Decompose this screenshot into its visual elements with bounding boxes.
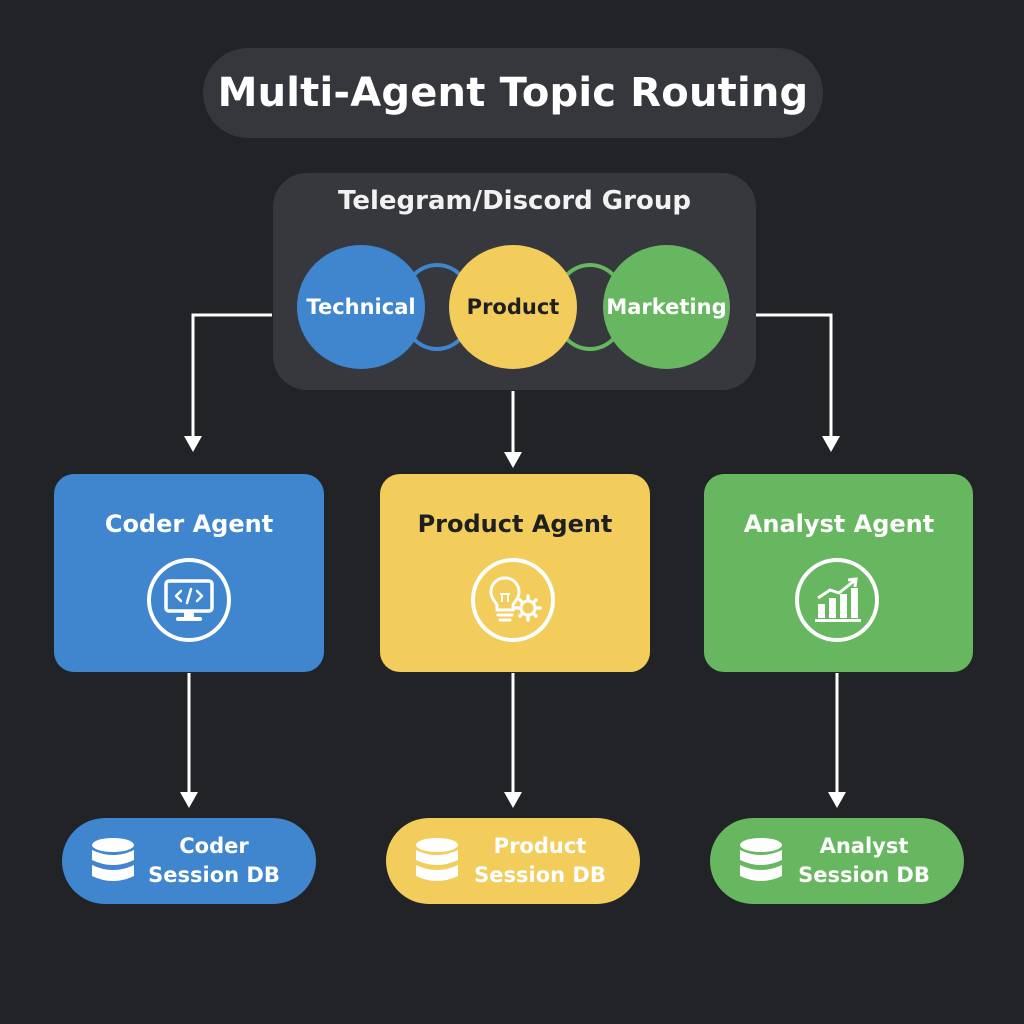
arrowhead-coder-db (180, 792, 198, 808)
db-label-line2: Session DB (474, 863, 606, 887)
topic-product: Product (449, 245, 577, 369)
database-icon (90, 836, 136, 892)
route-technical-to-coder (191, 313, 272, 438)
db-label-line1: Product (493, 834, 587, 858)
session-db-coder-label: Coder Session DB (144, 832, 284, 890)
diagram-title: Multi-Agent Topic Routing (203, 48, 823, 138)
arrowhead-analyst (822, 436, 840, 452)
topic-marketing: Marketing (603, 245, 730, 369)
agent-label-analyst: Analyst Agent (743, 510, 935, 538)
arrowhead-product-db (504, 792, 522, 808)
db-label-line2: Session DB (148, 863, 280, 887)
route-marketing-to-analyst (756, 313, 833, 438)
monitor-code-icon (147, 558, 231, 642)
bar-chart-icon (795, 558, 879, 642)
group-label: Telegram/Discord Group (338, 186, 691, 216)
topic-label: Marketing (606, 295, 727, 319)
agent-label-coder: Coder Agent (104, 510, 274, 538)
db-label-line2: Session DB (798, 863, 930, 887)
topic-label: Product (466, 295, 560, 319)
topic-label: Technical (306, 295, 416, 319)
lightbulb-gear-icon (471, 558, 555, 642)
arrowhead-coder (184, 436, 202, 452)
session-db-product-label: Product Session DB (470, 832, 610, 890)
database-icon (414, 836, 460, 892)
topic-technical: Technical (297, 245, 425, 369)
database-icon (738, 836, 784, 892)
session-db-analyst-label: Analyst Session DB (794, 832, 934, 890)
agent-label-product: Product Agent (417, 510, 613, 538)
db-label-line1: Coder (179, 834, 249, 858)
arrowhead-product (504, 452, 522, 468)
db-label-line1: Analyst (819, 834, 909, 858)
arrowhead-analyst-db (828, 792, 846, 808)
